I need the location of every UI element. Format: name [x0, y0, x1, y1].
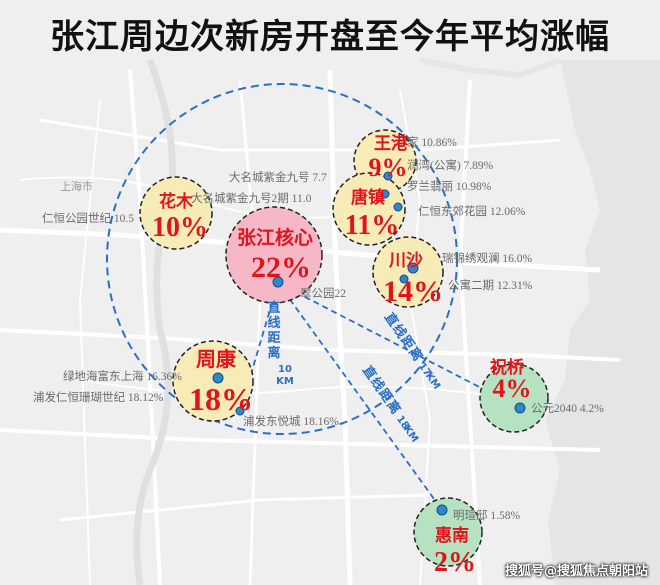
project-dots	[212, 171, 526, 516]
distance-labels: 直 线 距 离 10 KM 直 线 距 离 17 KM 直 线 距 离 18 K…	[267, 300, 442, 445]
project-dot-wanggang	[383, 171, 393, 181]
project-label-p3: 润湾(公寓) 7.89%	[407, 158, 494, 172]
project-labels: 家 10.86% 大名城紫金九号 7.7 润湾(公寓) 7.89% 大名城紫金九…	[33, 135, 604, 522]
distance-label-17: 直 线 距 离 17 KM	[381, 310, 442, 392]
svg-text:KM: KM	[276, 376, 294, 387]
project-label-p14: 公元2040 4.2%	[531, 402, 604, 415]
region-circle-zhangjiang	[225, 206, 323, 304]
project-dot-chuansha-1	[407, 262, 419, 274]
project-label-p6: 仁恒公园世纪 10.5	[42, 212, 134, 225]
project-label-p10: 公寓二期 12.31%	[448, 278, 533, 292]
project-dot-chuansha-2	[399, 274, 409, 284]
project-label-p15: 明瑄邸 1.58%	[453, 508, 520, 522]
project-label-p8: 瑞锦绣观澜 16.0%	[442, 251, 532, 265]
distance-label-10: 直 线 距 离 10 KM	[267, 300, 293, 387]
region-name-huamu: 花木	[159, 191, 194, 211]
region-pct-wanggang: 9%	[369, 153, 408, 182]
project-label-p1: 家 10.86%	[407, 135, 457, 149]
svg-text:距: 距	[267, 331, 280, 346]
region-circle-chuansha	[372, 236, 444, 308]
region-name-zhangjiang: 张江核心	[237, 226, 313, 249]
region-name-zhoukang: 周康	[196, 347, 237, 371]
region-name-zhuqiao: 祝桥	[490, 358, 525, 377]
coverage-circle	[106, 83, 458, 435]
region-labels: 王港 9% 花木 10% 唐镇 11% 川沙 14% 张江核心 22% 周康 1…	[152, 133, 532, 578]
region-circle-zhoukang	[172, 340, 254, 422]
region-pct-zhangjiang: 22%	[251, 251, 311, 284]
region-pct-huamu: 10%	[152, 212, 208, 243]
region-circle-zhuqiao	[479, 363, 549, 433]
project-dot-zhangjiang	[272, 276, 284, 288]
region-circles	[139, 129, 549, 567]
project-label-p12: 浦发仁恒珊瑚世纪 18.12%	[33, 390, 164, 404]
svg-text:10: 10	[278, 364, 292, 375]
page-title: 张江周边次新房开盘至今年平均涨幅	[50, 17, 610, 57]
region-circle-huamu	[139, 176, 213, 250]
region-pct-tangzhen: 11%	[345, 210, 399, 241]
project-label-p5: 罗兰翡丽 10.98%	[407, 180, 492, 193]
project-label-p11: 绿地海富东上海 16.36%	[63, 369, 182, 383]
sea-area	[545, 60, 660, 585]
watermark: 搜狐号@搜狐焦点朝阳站	[504, 564, 648, 579]
project-label-p13: 浦发东悦城 18.16%	[243, 414, 339, 428]
svg-text:离: 离	[267, 345, 280, 361]
project-label-p2: 大名城紫金九号 7.7	[229, 170, 327, 184]
project-dot-huinan	[436, 504, 448, 516]
city-label: 上海市	[60, 179, 93, 193]
region-name-huinan: 惠南	[435, 525, 469, 545]
region-name-wanggang: 王港	[374, 133, 409, 153]
project-dot-zhuqiao	[514, 402, 526, 414]
project-dot-tangzhen-1	[380, 189, 390, 199]
project-label-p4: 大名城紫金九号2期 11.0	[191, 191, 312, 205]
project-dot-zhoukang-1	[212, 372, 224, 384]
region-name-chuansha: 川沙	[388, 251, 423, 270]
region-circle-huinan	[413, 497, 483, 567]
route-line-18	[277, 282, 443, 511]
huangpu-river	[133, 58, 176, 585]
region-pct-huinan: 2%	[434, 547, 476, 578]
region-name-tangzhen: 唐镇	[351, 187, 385, 207]
project-dot-zhoukang-2	[235, 406, 245, 416]
region-pct-zhoukang: 18%	[189, 381, 253, 417]
route-line-17	[277, 282, 521, 409]
region-pct-zhuqiao: 4%	[493, 374, 532, 403]
project-label-p7: 仁恒东郊花园 12.06%	[418, 205, 526, 218]
svg-text:线: 线	[267, 315, 280, 331]
project-dot-tangzhen-2	[393, 202, 403, 212]
river	[419, 57, 562, 79]
region-pct-chuansha: 14%	[383, 275, 443, 308]
svg-text:直: 直	[267, 300, 280, 316]
project-label-p9: 翠公园22	[300, 287, 346, 300]
